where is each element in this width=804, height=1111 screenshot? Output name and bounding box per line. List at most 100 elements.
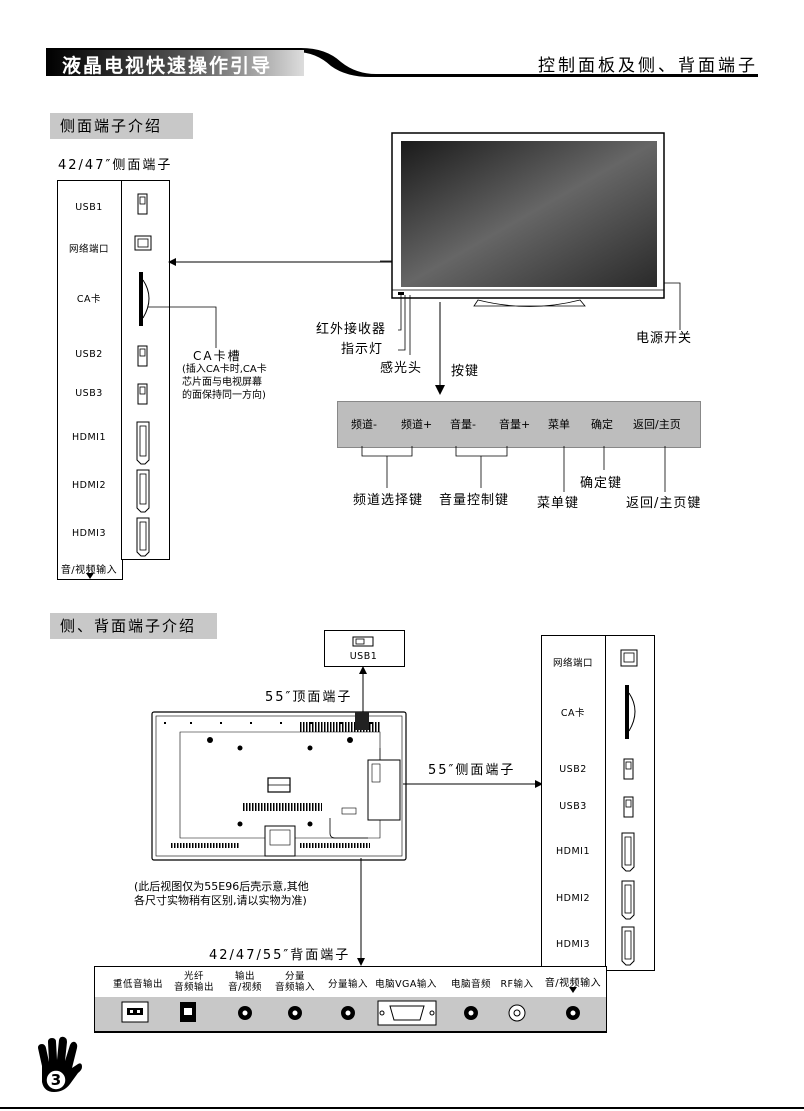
- hdmi-port-icon: [136, 421, 150, 465]
- tv-rear-illustration: [151, 711, 407, 861]
- side55-label-usb3: USB3: [559, 801, 587, 812]
- usb-port-icon: [137, 345, 148, 367]
- side55-label-hdmi1: HDMI1: [555, 846, 590, 857]
- keypad-menu[interactable]: 菜单: [548, 418, 570, 431]
- keypad-ok[interactable]: 确定: [591, 418, 613, 431]
- down-arrow-icon: [86, 573, 94, 579]
- rear-label-rf: RF输入: [500, 979, 534, 990]
- ca-slot-leader: [148, 306, 217, 348]
- hdmi-port-icon: [621, 832, 635, 872]
- keypad-back-home[interactable]: 返回/主页: [633, 418, 681, 431]
- ca-card-slot-icon: [139, 272, 150, 326]
- side-port-strip-55: [605, 635, 655, 971]
- header: 液晶电视快速操作引导 控制面板及侧、背面端子: [46, 44, 758, 84]
- tv-front-illustration: [380, 132, 665, 307]
- keypad-channel-up[interactable]: 频道+: [401, 418, 433, 431]
- label-side-ports-55: 55″侧面端子: [428, 763, 516, 778]
- down-arrow-icon: [569, 987, 577, 993]
- hdmi-port-icon: [621, 880, 635, 920]
- port-label-hdmi1: HDMI1: [71, 432, 106, 443]
- side-port-arrow: [168, 258, 392, 266]
- usb-port-icon: [137, 383, 148, 405]
- side55-label-usb2: USB2: [559, 764, 587, 775]
- rear-label-component-audio-text: 分量 音频输入: [274, 971, 315, 993]
- hdmi-port-icon: [136, 469, 150, 513]
- section1-subtitle: 42/47″侧面端子: [58, 158, 173, 173]
- usb-port-icon: [352, 636, 374, 647]
- subwoofer-port-icon: [121, 1001, 149, 1023]
- rear-label-av-out: 输出 音/视频: [217, 971, 273, 993]
- hdmi-port-icon: [136, 517, 150, 557]
- top-port-box: [324, 630, 405, 667]
- label-power-switch: 电源开关: [636, 331, 693, 346]
- side55-label-network: 网络端口: [552, 658, 593, 669]
- label-light-sensor: 感光头: [380, 361, 423, 376]
- label-top-ports: 55″顶面端子: [265, 690, 353, 705]
- side-port-arrow-55: [403, 780, 543, 788]
- header-banner: [46, 48, 758, 77]
- rear-port-icons: [121, 1000, 580, 1026]
- usb-port-icon: [137, 193, 148, 215]
- side55-label-hdmi3: HDMI3: [555, 939, 590, 950]
- header-left-title: 液晶电视快速操作引导: [62, 55, 273, 77]
- ca-slot-title: CA卡槽: [193, 349, 242, 363]
- rear-label-optical: 光纤 音频输出: [164, 971, 224, 993]
- rear-label-av-out-text: 输出 音/视频: [228, 971, 262, 993]
- rear-note-2: 各尺寸实物稍有区别,请以实物为准): [134, 894, 307, 907]
- ethernet-port-icon: [134, 235, 152, 251]
- optical-port-icon: [180, 1002, 196, 1022]
- rear-label-component-audio: 分量 音频输入: [267, 971, 323, 993]
- port-label-usb3: USB3: [75, 388, 103, 399]
- side-port-icons-55: [620, 649, 638, 966]
- usb-port-icon: [623, 758, 634, 780]
- port-label-hdmi2: HDMI2: [71, 480, 106, 491]
- section2-title: 侧、背面端子介绍: [50, 613, 217, 639]
- side-port-strip-42-47: [121, 180, 170, 560]
- rear-port-arrow: [357, 858, 365, 966]
- rf-port-icon: [508, 1004, 526, 1022]
- side-port-panel-42-47: [57, 180, 123, 580]
- section1-title: 侧面端子介绍: [50, 113, 193, 139]
- side55-label-ca: CA卡: [560, 708, 586, 719]
- label-back-home-key: 返回/主页键: [626, 496, 702, 511]
- rca-jack-icon: [566, 1006, 580, 1020]
- vga-port-icon: [377, 1000, 437, 1026]
- port-label-network: 网络端口: [68, 244, 109, 255]
- header-right-title: 控制面板及侧、背面端子: [538, 56, 758, 76]
- keypad-leader-lines: [361, 446, 666, 492]
- side55-label-hdmi2: HDMI2: [555, 893, 590, 904]
- label-ok-key: 确定键: [580, 476, 623, 491]
- ca-slot-note-1: (插入CA卡时,CA卡: [182, 364, 267, 375]
- rca-jack-icon: [464, 1006, 478, 1020]
- keypad-volume-down[interactable]: 音量-: [450, 418, 476, 431]
- usb-port-icon: [623, 796, 634, 818]
- footer-rule: [0, 1107, 804, 1109]
- rear-label-subwoofer: 重低音输出: [112, 979, 163, 990]
- keypad-panel: [337, 401, 701, 448]
- rear-label-component-in: 分量输入: [327, 979, 368, 990]
- hdmi-port-icon: [621, 926, 635, 966]
- label-menu-key: 菜单键: [537, 496, 580, 511]
- top-port-arrow: [359, 666, 367, 712]
- port-label-usb2: USB2: [75, 349, 103, 360]
- rear-label-optical-text: 光纤 音频输出: [173, 971, 214, 993]
- rear-label-vga: 电脑VGA输入: [375, 979, 437, 990]
- tv-leader-lines: [398, 282, 681, 395]
- rca-jack-icon: [288, 1006, 302, 1020]
- label-keys: 按键: [451, 364, 480, 379]
- keypad-volume-up[interactable]: 音量+: [499, 418, 531, 431]
- rca-jack-icon: [341, 1006, 355, 1020]
- port-label-ca: CA卡: [76, 294, 102, 305]
- rear-note-1: (此后视图仅为55E96后壳示意,其他: [134, 880, 309, 893]
- label-rear-ports: 42/47/55″背面端子: [209, 948, 351, 963]
- keypad-channel-down[interactable]: 频道-: [351, 418, 377, 431]
- ethernet-port-icon: [620, 649, 638, 667]
- rear-label-av-in: 音/视频输入: [544, 978, 602, 989]
- ca-slot-note-2: 芯片面与电视屏幕: [182, 377, 262, 388]
- hand-logo-icon: [38, 1036, 82, 1092]
- av-input-label: 音/视频输入: [60, 565, 118, 576]
- rca-jack-icon: [238, 1006, 252, 1020]
- rear-label-pc-audio: 电脑音频: [450, 979, 491, 990]
- top-port-label: USB1: [349, 651, 378, 662]
- port-label-hdmi3: HDMI3: [71, 528, 106, 539]
